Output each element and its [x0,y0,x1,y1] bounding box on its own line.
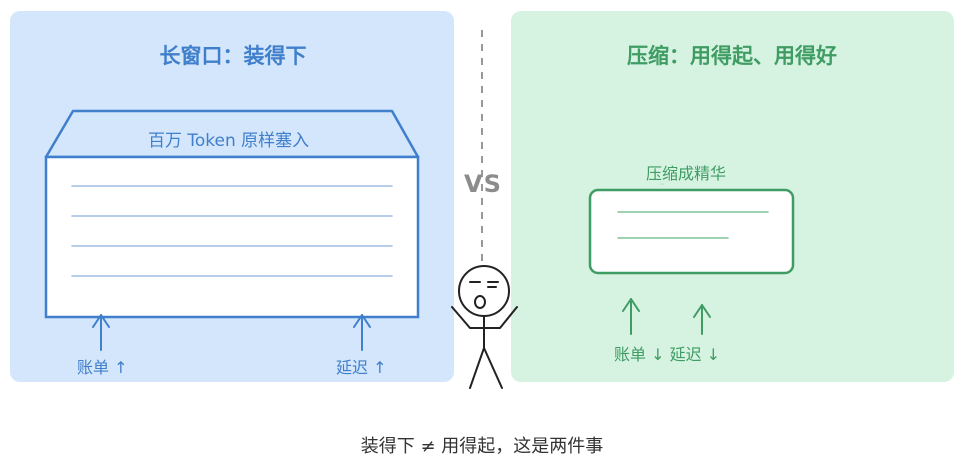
compressed-box-label: 压缩成精华 [646,164,727,183]
cost-label: 账单 ↑ [77,358,128,377]
up-arrow-icon [693,304,711,335]
vs-label: VS [464,170,502,198]
compressed-box [588,183,795,275]
compressed-lines [617,211,769,239]
up-arrow-icon [92,314,110,351]
footer-caption: 装得下 ≠ 用得起，这是两件事 [360,436,604,457]
compression-title: 压缩：用得起、用得好 [627,44,837,68]
metrics-label: 账单 ↓ 延迟 ↓ [614,345,721,364]
long-window-title: 长窗口：装得下 [159,44,307,68]
long-window-box-label: 百万 Token 原样塞入 [148,131,310,151]
long-window-box [44,109,420,319]
latency-label: 延迟 ↑ [336,358,387,377]
up-arrow-icon [353,314,371,351]
document-lines [71,185,393,277]
up-arrow-icon [622,298,640,335]
stick-figure-icon [451,265,518,389]
